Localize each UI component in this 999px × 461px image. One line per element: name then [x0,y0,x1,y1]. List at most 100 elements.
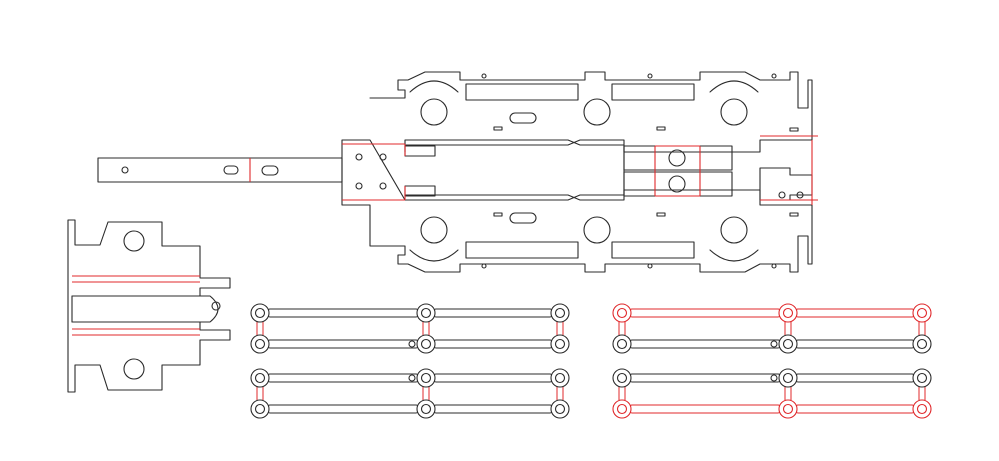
chassis-fold-lines [342,135,818,205]
rod-bar [267,308,419,318]
rod-pin-hole [770,340,778,348]
rod-eye [912,334,932,354]
rod-bar [433,373,553,383]
rod-eye [612,368,632,388]
oval-slot [509,212,537,224]
coupling-rod [250,334,570,354]
wheel-hole [720,98,748,126]
rod-eye [416,334,436,354]
coupling-rod-set [612,368,932,419]
rod-eye [550,334,570,354]
rod-eye [550,368,570,388]
rod-eye-hole [554,307,566,319]
tab-slot [789,127,799,132]
rod-bar [433,339,553,349]
rod-eye-hole [616,307,628,319]
rod-eye [550,303,570,323]
rod-eye [778,368,798,388]
rod-eye-hole [254,338,266,350]
side-bracket-part [67,219,231,393]
coupling-rod-set [250,368,570,419]
rod-eye-hole [554,338,566,350]
connecting-bar-part [97,157,343,183]
chassis-frame-part [341,71,818,273]
pin-hole [647,263,653,269]
mount-hole [379,182,387,190]
coupling-rod [250,368,570,388]
rod-eye-hole [916,338,928,350]
rod-eye [612,334,632,354]
rod-eye-hole [782,403,794,415]
rod-eye [550,399,570,419]
rod-eye-hole [254,372,266,384]
rod-eye-hole [420,372,432,384]
rod-pin-hole [408,340,416,348]
rod-eye [612,399,632,419]
pin-hole [481,263,487,269]
coupling-rod [612,303,932,323]
rod-eye [778,334,798,354]
side-panel-slot [611,83,695,101]
rod-eye-hole [616,338,628,350]
rod-bar [629,404,781,414]
bracket-fold-lines [72,275,200,336]
rod-eye [778,399,798,419]
rod-bar [629,339,781,349]
rod-eye [912,399,932,419]
chassis-inner-channel [404,139,625,201]
rod-eye [250,399,270,419]
gearbox-hole [668,175,686,193]
wheel-hole [583,98,611,126]
rod-bar [433,308,553,318]
rod-eye-hole [420,338,432,350]
rod-pin-hole [408,374,416,382]
rod-bar [267,373,419,383]
wheel-arch [409,249,459,262]
bracket-hole [123,230,145,252]
coupling-rod [612,399,932,419]
rod-eye [250,303,270,323]
rod-eye-hole [554,372,566,384]
rod-bar [795,373,915,383]
rod-bar [433,404,553,414]
wheel-hole [420,98,448,126]
rod-eye [416,368,436,388]
rod-eye-hole [616,403,628,415]
rod-bar [267,339,419,349]
side-bracket-outline [67,219,231,393]
tab-slot [789,212,799,217]
wheel-hole [720,216,748,244]
bracket-pin-hole [211,301,221,311]
rod-eye [250,368,270,388]
rod-eye-hole [420,403,432,415]
rod-eye-hole [782,338,794,350]
bar-slot [261,165,279,176]
rod-eye [416,399,436,419]
pin-hole [647,73,653,79]
rod-bar [629,308,781,318]
rod-bar [795,308,915,318]
coupling-rod-set [250,303,570,354]
mount-hole [355,182,363,190]
rod-eye [250,334,270,354]
rod-eye [778,303,798,323]
rod-eye-hole [254,403,266,415]
pin-hole [481,73,487,79]
side-panel-slot [611,241,695,259]
coupling-rod [612,334,932,354]
wheel-arch [409,80,459,93]
rear-tab [404,145,436,157]
rod-bar [795,404,915,414]
bracket-hole [123,358,145,380]
rod-eye-hole [916,307,928,319]
coupling-rod [250,303,570,323]
rod-eye [912,368,932,388]
front-bracket [759,167,813,201]
rod-eye-hole [782,372,794,384]
connecting-bar-outline [97,157,343,183]
rod-pin-hole [770,374,778,382]
rod-bar [629,373,781,383]
wheel-arch [709,249,759,262]
side-panel-slot [465,241,579,259]
